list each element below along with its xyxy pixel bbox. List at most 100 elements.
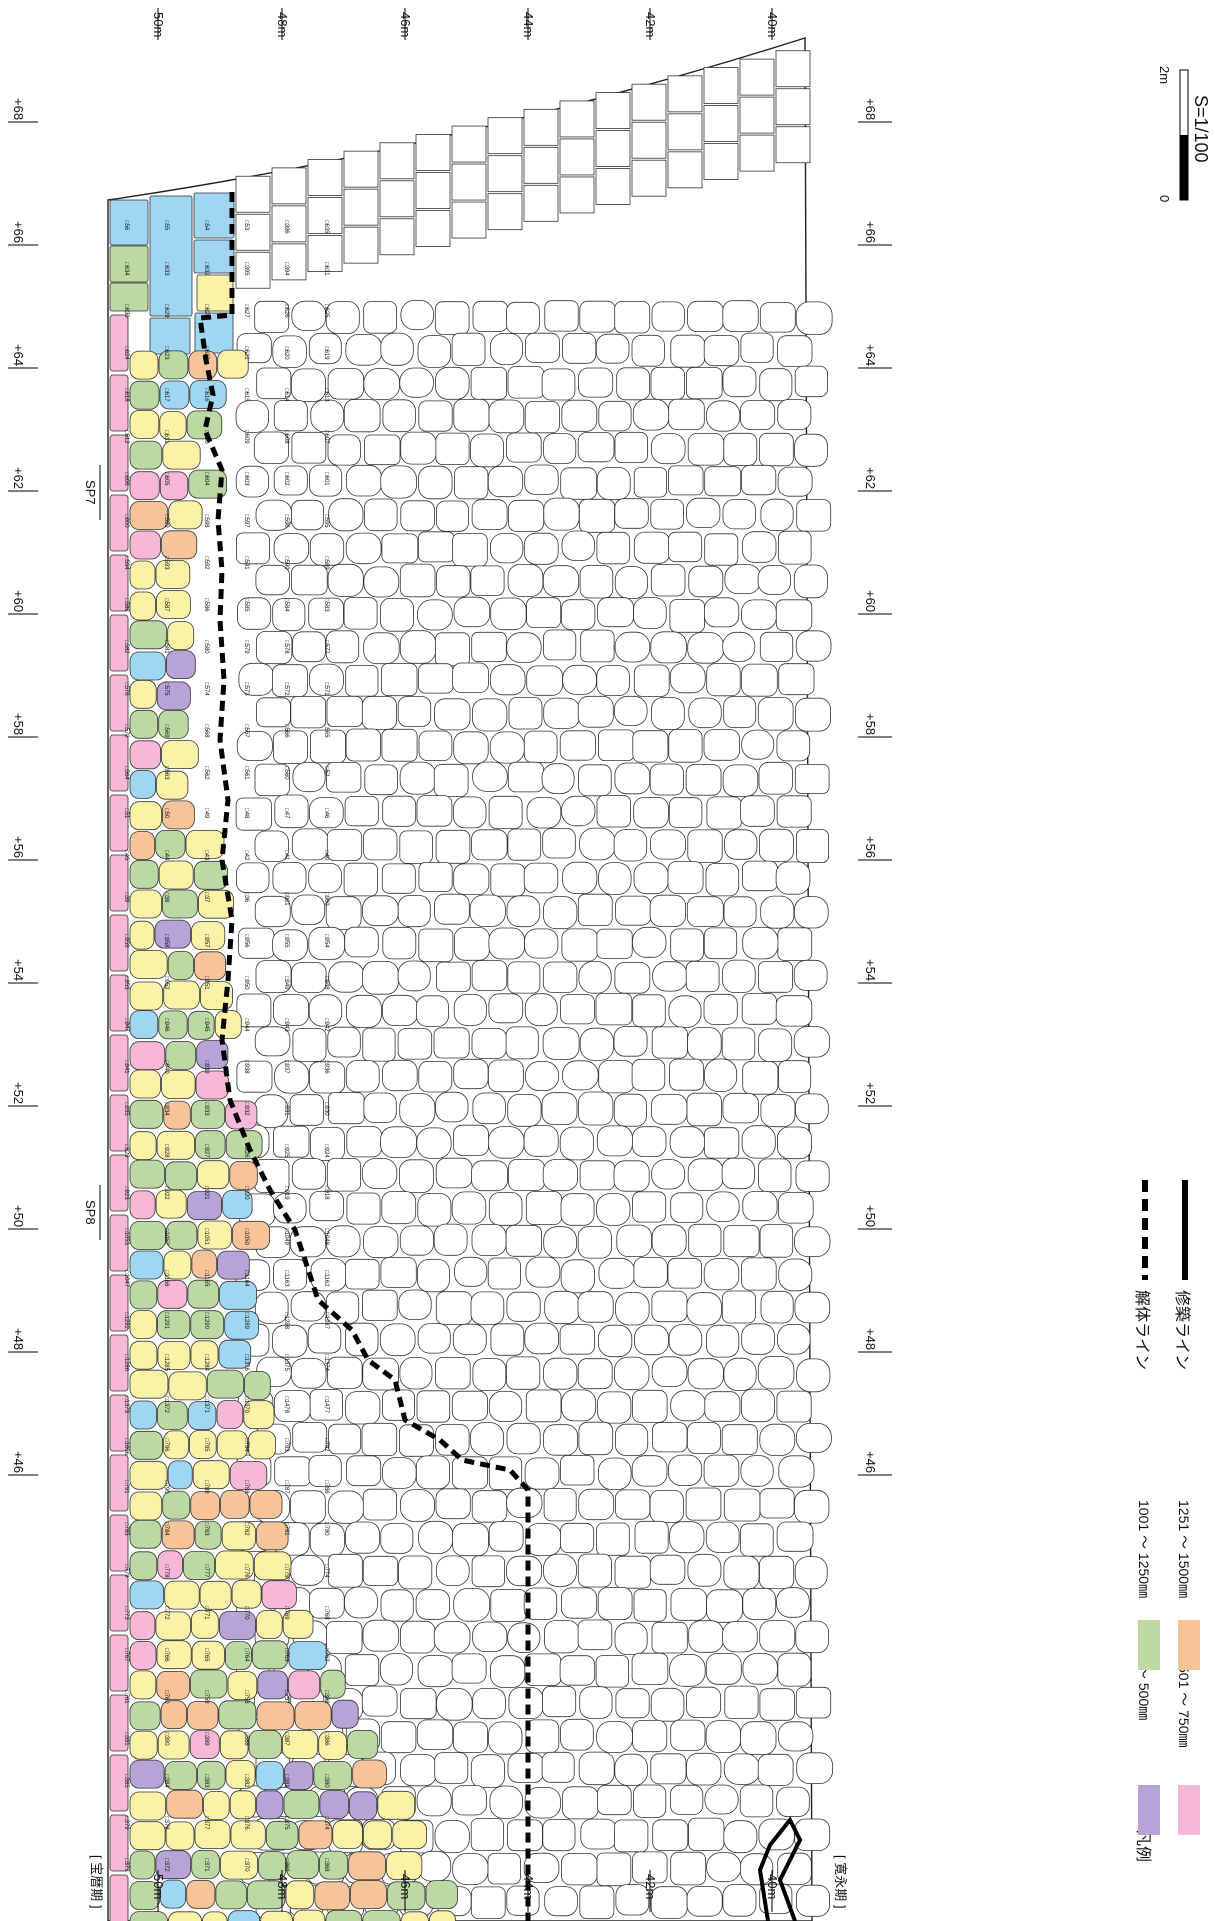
stone-block xyxy=(615,1423,649,1456)
stone-block xyxy=(435,1555,470,1587)
stone-block xyxy=(687,300,724,332)
stone-number-label: □377 xyxy=(203,1816,209,1830)
bottom-ruler-label: 48m xyxy=(275,1874,290,1899)
stone-block-colored xyxy=(214,1010,242,1039)
stone-block xyxy=(506,1885,540,1916)
stone-block-colored xyxy=(109,1154,129,1212)
stone-block xyxy=(794,1489,830,1524)
stone-block-colored xyxy=(109,1394,129,1452)
stone-number-label: □577 xyxy=(323,640,329,654)
stone-block xyxy=(253,431,290,465)
stone-block xyxy=(508,697,543,730)
stone-block xyxy=(577,1553,612,1588)
stone-block xyxy=(778,1258,813,1292)
stone-block xyxy=(649,763,684,796)
right-ruler-label: +62 xyxy=(863,467,878,489)
stone-block xyxy=(703,927,738,960)
stone-block xyxy=(795,1686,832,1719)
stone-block xyxy=(651,1224,687,1257)
stone-block xyxy=(793,564,828,599)
stone-block-colored xyxy=(318,1731,348,1760)
stone-block xyxy=(290,1490,326,1524)
stone-block xyxy=(344,1654,380,1686)
stone-block xyxy=(274,1060,310,1094)
stone-number-label: □934 xyxy=(163,1102,169,1116)
stone-block xyxy=(309,1522,345,1557)
stone-number-label: □588 xyxy=(123,598,129,612)
stone-block xyxy=(379,180,415,218)
stone-block xyxy=(309,1389,344,1421)
stone-block xyxy=(523,1587,558,1620)
stone-block xyxy=(470,366,508,400)
stone-number-label: □50 xyxy=(163,808,169,819)
stone-block xyxy=(759,631,794,662)
stone-number-label: □759 xyxy=(203,1690,209,1704)
stone-block xyxy=(685,961,720,993)
stone-number-label: □632 xyxy=(203,262,209,276)
stone-block xyxy=(418,465,453,500)
stone-block xyxy=(471,631,507,662)
legend-swatch xyxy=(1138,1785,1160,1835)
stone-block-colored xyxy=(109,1694,129,1752)
stone-number-label: □36 xyxy=(243,892,249,903)
stone-block-colored xyxy=(191,921,226,950)
stone-block xyxy=(740,1721,777,1755)
stone-block-colored xyxy=(319,1790,349,1819)
period-label-left: [ 宝暦期 ] xyxy=(89,1855,104,1908)
stone-block xyxy=(508,1159,545,1192)
stone-block xyxy=(542,1159,579,1192)
stone-block xyxy=(451,125,487,163)
stone-block xyxy=(363,498,398,532)
stone-block-colored xyxy=(161,1070,196,1099)
stone-block xyxy=(363,1226,399,1259)
stone-block-colored xyxy=(248,1730,282,1759)
bottom-ruler-label: 50m xyxy=(151,1874,166,1899)
stone-block-colored xyxy=(109,374,129,432)
stone-number-label: □599 xyxy=(163,514,169,528)
stone-block xyxy=(399,1225,434,1256)
stone-block xyxy=(453,1058,489,1090)
stone-block xyxy=(778,663,815,696)
stone-number-label: □584 xyxy=(283,598,289,612)
stone-number-label: □1371 xyxy=(203,1396,209,1414)
stone-block-colored xyxy=(224,1310,259,1340)
stone-block xyxy=(722,499,756,530)
scale-zero: 0 xyxy=(1157,195,1172,202)
stone-block xyxy=(523,1852,560,1883)
stone-block-colored xyxy=(129,591,156,621)
stone-block xyxy=(667,1257,702,1289)
stone-block xyxy=(560,1455,595,1486)
stone-block-colored xyxy=(155,1850,192,1880)
left-ruler-label: +56 xyxy=(11,836,26,858)
stone-block xyxy=(577,1291,614,1323)
stone-number-label: □591 xyxy=(243,556,249,570)
right-ruler-label: +60 xyxy=(863,590,878,612)
stone-number-label: □375 xyxy=(283,1816,289,1830)
stone-block xyxy=(380,332,414,366)
stone-block xyxy=(254,300,290,333)
stone-block xyxy=(632,398,670,431)
stone-block-colored xyxy=(286,1850,319,1879)
stone-block xyxy=(380,663,418,697)
stone-block xyxy=(615,1688,650,1719)
stone-block xyxy=(308,863,343,893)
stone-block xyxy=(380,465,418,499)
stone-block-colored xyxy=(227,1671,258,1700)
stone-block-colored xyxy=(129,1131,157,1161)
stone-block xyxy=(760,1094,796,1128)
stone-block-colored xyxy=(129,981,164,1011)
stone-block xyxy=(670,1784,704,1815)
stone-number-label: □1050 xyxy=(243,1228,249,1246)
stone-block xyxy=(236,731,273,761)
stone-block xyxy=(704,597,740,628)
stone-block-colored xyxy=(243,1400,275,1430)
stone-block xyxy=(578,961,612,994)
stone-block xyxy=(381,533,419,564)
stone-number-label: □948 xyxy=(323,976,329,990)
stone-block-colored xyxy=(129,1791,167,1821)
stone-block-colored xyxy=(227,1910,260,1921)
stone-block xyxy=(506,1555,543,1587)
right-ruler-label: +58 xyxy=(863,713,878,735)
stone-block xyxy=(651,1621,688,1654)
stone-block xyxy=(578,764,612,797)
